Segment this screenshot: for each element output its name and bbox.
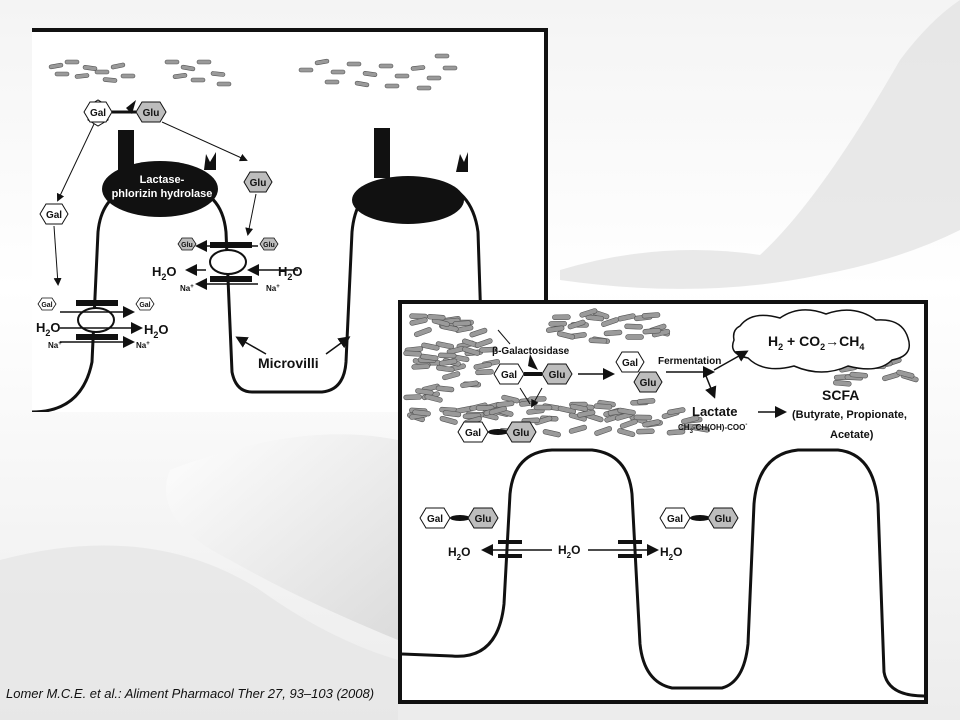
- water-label: H2O: [278, 264, 303, 282]
- gas-cloud: [733, 310, 910, 372]
- sodium-label: Na+: [48, 341, 62, 350]
- colonic-fermentation-panel: H2 + CO2→CH4 β-Galactosidase Gal Glu Gal…: [398, 300, 928, 704]
- glu-label: Glu: [513, 428, 530, 439]
- enzyme-label-line2: phlorizin hydrolase: [112, 188, 213, 200]
- sodium-label: Na+: [136, 341, 150, 350]
- water-label: H2O: [152, 264, 177, 282]
- glu-label: Glu: [549, 370, 566, 381]
- glu-label: Glu: [263, 242, 275, 249]
- scfa-label: SCFA: [822, 387, 859, 403]
- gal-label: Gal: [41, 302, 52, 309]
- microvilli-label: Microvilli: [258, 355, 319, 371]
- scfa-list-line2: Acetate): [830, 429, 874, 441]
- water-label: H2O: [558, 543, 580, 560]
- sodium-label: Na+: [180, 284, 194, 293]
- water-label: H2O: [144, 322, 169, 340]
- gal-label: Gal: [501, 370, 517, 381]
- water-label: H2O: [448, 545, 470, 562]
- glu-label: Glu: [715, 514, 732, 525]
- glu-label: Glu: [181, 242, 193, 249]
- beta-galactosidase-label: β-Galactosidase: [492, 346, 570, 357]
- transporter-channel: [210, 242, 252, 282]
- glu-label: Glu: [250, 178, 267, 189]
- gal-label: Gal: [622, 358, 638, 369]
- citation: Lomer M.C.E. et al.: Aliment Pharmacol T…: [6, 686, 374, 701]
- enzyme-label-line1: Lactase-: [140, 174, 185, 186]
- glu-label: Glu: [475, 514, 492, 525]
- scfa-list-line1: (Butyrate, Propionate,: [792, 409, 907, 421]
- glu-label: Glu: [143, 108, 160, 119]
- bacteria-cluster-icon: [165, 60, 231, 86]
- villus-outline: [402, 450, 924, 696]
- gal-label: Gal: [90, 108, 106, 119]
- gal-label: Gal: [667, 514, 683, 525]
- fermentation-label: Fermentation: [658, 356, 721, 367]
- colon-fermentation-diagram: H2 + CO2→CH4 β-Galactosidase Gal Glu Gal…: [402, 304, 924, 700]
- gal-label: Gal: [427, 514, 443, 525]
- gal-label: Gal: [46, 210, 62, 221]
- transporter-channel: [76, 300, 118, 340]
- glu-label: Glu: [640, 378, 657, 389]
- lactate-formula: CH3-CH(OH)-COO-: [678, 422, 747, 435]
- gal-label: Gal: [465, 428, 481, 439]
- sodium-label: Na+: [266, 284, 280, 293]
- gal-label: Gal: [139, 302, 150, 309]
- water-label: H2O: [36, 320, 61, 338]
- bacteria-cluster-icon: [299, 54, 457, 90]
- water-label: H2O: [660, 545, 682, 562]
- lactate-label: Lactate: [692, 404, 738, 419]
- bacteria-cluster-icon: [49, 60, 135, 83]
